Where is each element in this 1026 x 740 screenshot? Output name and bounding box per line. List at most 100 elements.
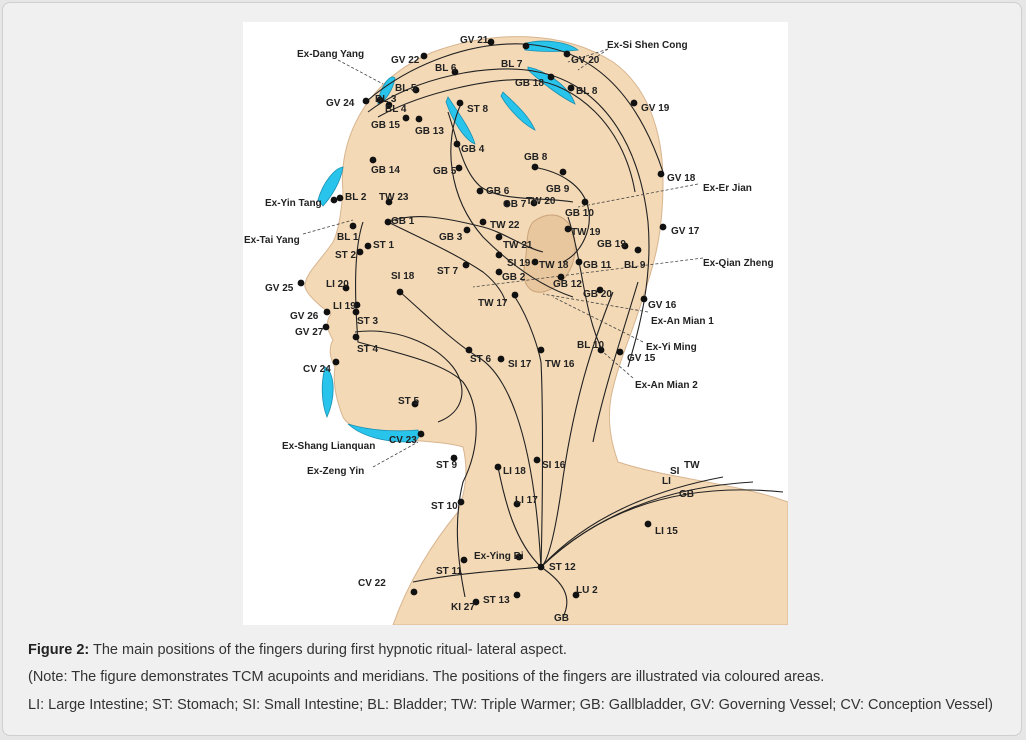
acupoint-dot	[356, 248, 364, 256]
acupoint-dot	[657, 170, 665, 178]
acupoint-label: TW 18	[539, 260, 569, 271]
meridian-tw	[514, 296, 544, 568]
acupoint-label: SI 17	[508, 359, 532, 370]
acupoint-dot	[402, 114, 410, 122]
acupoint-label: TW	[684, 460, 700, 471]
figure-note: (Note: The figure demonstrates TCM acupo…	[28, 669, 825, 685]
meridian-shoulder-1	[540, 476, 724, 568]
acupoint-label: Ex-Ying Bi	[474, 551, 524, 562]
acupoint-dot	[511, 291, 519, 299]
pointer-tai-yang	[302, 219, 354, 235]
acupoint-dot	[531, 258, 539, 266]
acupoint-label: BL 9	[624, 260, 646, 271]
acupoint-label: BL 8	[576, 86, 598, 97]
acupoint-label: LU 2	[576, 585, 598, 596]
acupoint-label: LI 20	[326, 279, 349, 290]
acupoint-dot	[463, 226, 471, 234]
acupoint-dot	[495, 268, 503, 276]
acupoint-dot	[567, 84, 575, 92]
acupoint-dot	[417, 430, 425, 438]
meridian-li	[497, 466, 542, 568]
acupoint-label: Ex-Zeng Yin	[307, 466, 364, 477]
acupoint-label: Ex-Shang Lianquan	[282, 441, 375, 452]
acupoint-dot	[297, 279, 305, 287]
acupoint-label: BL 10	[577, 340, 604, 351]
acupoint-label: ST 13	[483, 595, 510, 606]
acupoint-dot	[547, 73, 555, 81]
meridian-lines	[354, 43, 784, 618]
acupoint-dot	[342, 284, 350, 292]
acupoint-dot	[411, 400, 419, 408]
acupoint-dot	[513, 591, 521, 599]
acupoint-dot	[581, 198, 589, 206]
pointer-an-mian-2	[602, 351, 634, 379]
acupoint-label: GV 21	[460, 35, 489, 46]
acupoint-label: TW 21	[503, 240, 533, 251]
acupoint-label: ST 3	[357, 316, 379, 327]
acupoint-label: ST 12	[549, 562, 576, 573]
meridian-jaw	[354, 330, 463, 423]
acupoint-label: ST 5	[398, 396, 420, 407]
figure-abbreviations: LI: Large Intestine; ST: Stomach; SI: Sm…	[28, 697, 993, 713]
acupoint-dot	[396, 288, 404, 296]
acupoint-label: Ex-Si Shen Cong	[607, 40, 688, 51]
acupoint-label: BL 2	[345, 192, 367, 203]
acupoint-label: GB	[554, 613, 569, 624]
acupoint-label: GB 4	[461, 144, 485, 155]
acupoint-dot	[460, 556, 468, 564]
acupoint-label: ST 7	[437, 266, 459, 277]
finger-area-temporal-2	[500, 91, 536, 131]
acupoint-dot	[352, 333, 360, 341]
acupoint-label: Ex-Yin Tang	[265, 198, 322, 209]
acupoint-label: KI 27	[451, 602, 475, 613]
acupoint-label: GB 6	[486, 186, 510, 197]
acupoint-label: Ex-Yi Ming	[646, 342, 697, 353]
acupoint-label: ST 9	[436, 460, 458, 471]
finger-area-glabella	[317, 166, 344, 207]
acupoint-dot	[575, 258, 583, 266]
acupoint-label: LI 19	[333, 301, 356, 312]
acupoint-dot	[537, 563, 545, 571]
acupoint-dot	[465, 346, 473, 354]
acupoint-label: ST 1	[373, 240, 395, 251]
acupoint-dot	[456, 99, 464, 107]
acupoint-label: BL 7	[501, 59, 523, 70]
pointer-er-jian	[577, 183, 699, 208]
acupoint-label: GB 10	[565, 208, 594, 219]
acupoint-label: BL 6	[435, 63, 457, 74]
acupoint-label: GB 7	[503, 199, 527, 210]
acupoint-label: TW 17	[478, 298, 508, 309]
acupoint-label: GB 12	[553, 279, 582, 290]
acupoint-dot	[420, 52, 428, 60]
acupoint-label: SI 16	[542, 460, 566, 471]
acupoint-dot	[415, 115, 423, 123]
acupoint-label: ST 2	[335, 250, 357, 261]
acupoint-label: GB 13	[415, 126, 444, 137]
acupoint-label: GB 2	[502, 272, 526, 283]
acupoint-dot	[450, 454, 458, 462]
acupoint-label: GB	[679, 489, 694, 500]
acupoint-dot	[385, 101, 393, 109]
acupoint-label: LI 17	[515, 495, 538, 506]
acupoint-dot	[531, 163, 539, 171]
acupoint-label: GB 9	[546, 184, 570, 195]
acupoint-label: GV 16	[648, 300, 677, 311]
acupoint-label: TW 20	[526, 196, 556, 207]
figure-label: Figure 2:	[28, 642, 90, 658]
acupoint-dot	[616, 348, 624, 356]
acupoint-label: CV 24	[303, 364, 331, 375]
acupoint-dot	[621, 242, 629, 250]
acupoint-dot	[376, 96, 384, 104]
acupoint-dot	[352, 308, 360, 316]
acupoint-label: GV 27	[295, 327, 324, 338]
acupoint-dot	[522, 42, 530, 50]
acupoint-dot	[515, 553, 523, 561]
pointer-si-shen-cong-1	[567, 48, 609, 63]
acupoint-label: ST 10	[431, 501, 458, 512]
pointer-zeng-yin	[372, 441, 419, 468]
acupoint-label: TW 23	[379, 192, 409, 203]
acupoint-dot	[451, 68, 459, 76]
acupoint-dot	[323, 308, 331, 316]
